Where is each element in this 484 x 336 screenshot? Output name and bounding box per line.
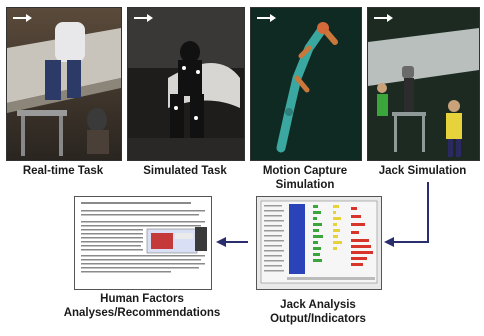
stage-label-jack-analysis-line2: Output/Indicators bbox=[270, 313, 366, 325]
photo-real-time-task bbox=[6, 7, 122, 161]
image-motion-capture-simulation bbox=[250, 7, 362, 161]
stage-label-motion-capture-line2: Simulation bbox=[275, 179, 335, 191]
photo-simulated-task bbox=[127, 7, 245, 161]
image-human-factors-report bbox=[74, 196, 212, 290]
arrowhead-icon bbox=[216, 237, 226, 247]
flow-arrow-jack-sim-to-analysis bbox=[392, 182, 429, 243]
stage-label-human-factors: Human Factors Analyses/Recommendations bbox=[40, 292, 244, 320]
stage-label-human-factors-line2: Analyses/Recommendations bbox=[63, 307, 221, 319]
arrowhead-icon bbox=[384, 237, 394, 247]
stage-label-motion-capture-line1: Motion Capture bbox=[262, 165, 348, 177]
image-jack-analysis-output bbox=[256, 196, 382, 290]
stage-label-jack-simulation: Jack Simulation bbox=[378, 165, 467, 177]
stage-arrow-icon bbox=[257, 14, 276, 22]
stage-arrow-icon bbox=[13, 14, 32, 22]
stage-label-jack-analysis-line1: Jack Analysis bbox=[280, 299, 356, 311]
stage-label-human-factors-line1: Human Factors bbox=[100, 293, 184, 305]
stage-label-real-time-task: Real-time Task bbox=[22, 165, 104, 177]
stage-arrow-icon bbox=[374, 14, 393, 22]
stage-label-motion-capture: Motion Capture Simulation bbox=[246, 164, 364, 192]
stage-label-jack-analysis: Jack Analysis Output/Indicators bbox=[240, 298, 396, 326]
image-jack-simulation bbox=[367, 7, 480, 161]
stage-arrow-icon bbox=[134, 14, 153, 22]
stage-label-simulated-task: Simulated Task bbox=[143, 165, 227, 177]
